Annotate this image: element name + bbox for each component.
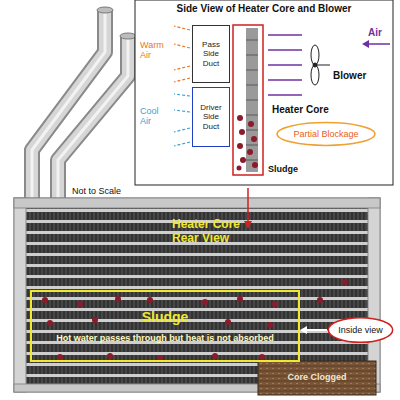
- node-text: Side View of Heater Core and Blower: [136, 1, 392, 15]
- connector: [300, 326, 327, 334]
- air-label: Cool Air: [140, 106, 170, 127]
- side-view-inset: [135, 0, 393, 185]
- blower-fan: [311, 45, 330, 85]
- blockage-ellipse: Partial Blockage: [275, 121, 377, 147]
- ellipse-shape: [277, 123, 375, 146]
- inside-view-oval: Inside view: [327, 316, 394, 344]
- node-text: Pass Side Duct: [195, 40, 227, 68]
- view-title: Heater Core Rear View: [172, 218, 254, 246]
- node-text: Driver Side Duct: [195, 103, 227, 131]
- duct-box: Driver Side Duct: [192, 87, 230, 147]
- ellipse-shape: [328, 318, 392, 343]
- node-text: Sludge: [142, 309, 189, 325]
- inlet-pipes: [32, 7, 136, 200]
- air-label: Warm Air: [140, 40, 172, 61]
- node-note: Hot water passes through but heat is not…: [56, 333, 274, 343]
- arrow-head: [300, 326, 307, 334]
- part-name: Blower: [333, 70, 366, 82]
- node-text: Inside view: [338, 325, 383, 335]
- clogged-core-photo: [258, 361, 376, 395]
- photo-caption: Core Clogged: [258, 372, 376, 382]
- air-label: Air: [368, 27, 382, 39]
- duct-box: Pass Side Duct: [192, 25, 230, 83]
- inset-panel: Side View of Heater Core and BlowerPass …: [135, 0, 393, 185]
- part-name: Sludge: [268, 164, 298, 174]
- pointer-arrow: [244, 188, 252, 229]
- part-name: Heater Core: [272, 104, 329, 116]
- connector-line: [306, 329, 327, 331]
- sludge-region: SludgeHot water passes through but heat …: [30, 290, 300, 362]
- scale-note: Not to Scale: [72, 186, 121, 196]
- node-text: Partial Blockage: [293, 129, 358, 139]
